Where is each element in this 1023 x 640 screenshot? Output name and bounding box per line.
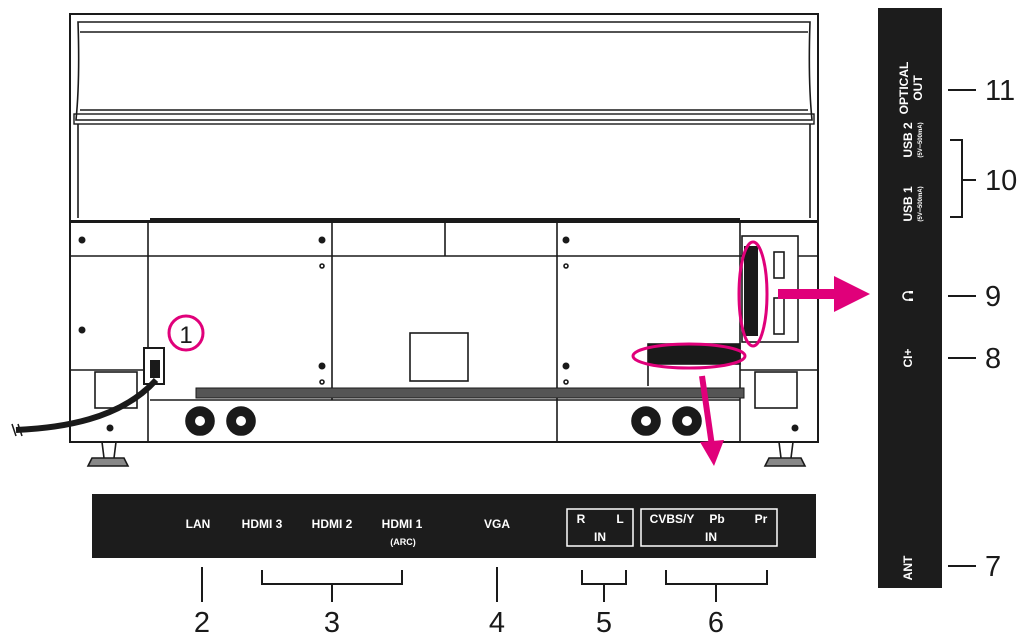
arrow-to-bottom-panel	[699, 375, 724, 466]
usb2-spec-label: (5V═500mA)	[918, 122, 924, 157]
side-ports-panel	[878, 8, 942, 588]
callout-8: 8	[985, 343, 1001, 375]
rating-label	[409, 332, 469, 382]
bottom-vent-grille	[195, 387, 745, 399]
callout-5: 5	[596, 607, 612, 639]
right-stand-foot	[763, 441, 807, 467]
usb2-label: USB 2	[901, 122, 915, 158]
power-cable	[15, 377, 159, 433]
left-stand-foot	[86, 441, 130, 467]
tv-rear-view	[69, 13, 819, 467]
headphone-icon	[902, 291, 913, 301]
hdmi1-arc-label: (ARC)	[390, 537, 416, 547]
bottom-ports-highlight	[631, 342, 747, 370]
callout-3: 3	[324, 607, 340, 639]
pb-label: Pb	[709, 512, 724, 526]
usb1-spec-label: (5V═500mA)	[918, 186, 924, 221]
cvbs-label: CVBS/Y	[650, 512, 695, 526]
audio-in-label: IN	[594, 530, 606, 544]
pr-label: Pr	[755, 512, 768, 526]
callout-1: 1	[167, 314, 205, 352]
lan-port-label: LAN	[186, 517, 211, 531]
callout-9: 9	[985, 281, 1001, 313]
video-in-box	[640, 508, 778, 547]
callout-4: 4	[489, 607, 505, 639]
hdmi1-port-label: HDMI 1	[382, 517, 423, 531]
optical-out-label-line1: OPTICAL	[897, 62, 911, 115]
audio-in-box	[566, 508, 634, 547]
optical-out-label-line2: OUT	[911, 75, 925, 101]
hdmi3-port-label: HDMI 3	[242, 517, 283, 531]
callout-7: 7	[985, 551, 1001, 583]
bottom-ports-panel	[92, 494, 816, 558]
video-in-label: IN	[705, 530, 717, 544]
audio-l-label: L	[616, 512, 623, 526]
bottom-callout-lines	[201, 567, 768, 602]
arrow-to-side-panel	[778, 276, 870, 312]
callout-6: 6	[708, 607, 724, 639]
side-ports-highlight	[737, 240, 769, 348]
usb1-label: USB 1	[901, 186, 915, 222]
hdmi2-port-label: HDMI 2	[312, 517, 353, 531]
callout-10: 10	[985, 165, 1017, 197]
stand-mount-holes	[185, 406, 702, 436]
ci-slot-label: CI+	[901, 348, 915, 367]
antenna-label: ANT	[901, 555, 915, 580]
callout-11: 11	[985, 75, 1015, 107]
vga-port-label: VGA	[484, 517, 510, 531]
callout-1-label: 1	[179, 322, 192, 349]
callout-2: 2	[194, 607, 210, 639]
audio-r-label: R	[577, 512, 586, 526]
tv-bezel-curve	[75, 21, 813, 121]
side-callout-lines	[948, 89, 976, 567]
tv-top-frame	[69, 13, 819, 222]
